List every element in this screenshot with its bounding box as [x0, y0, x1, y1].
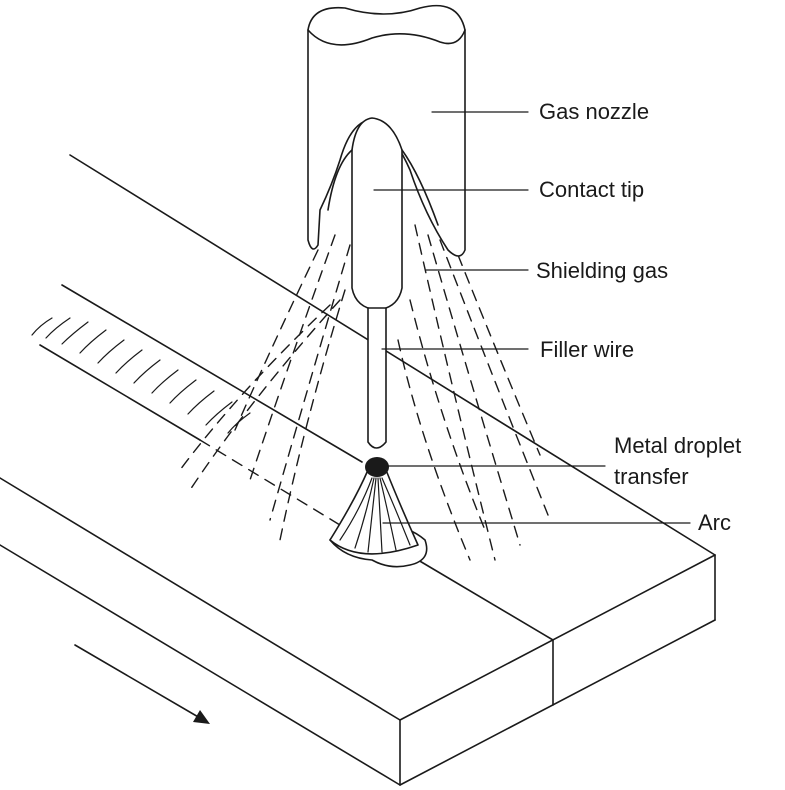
- gas-stream: [397, 339, 471, 561]
- front-face-bottom: [399, 619, 716, 786]
- contact-tip-body: [351, 117, 403, 311]
- plate-far-edge: [69, 154, 716, 556]
- ripple: [97, 339, 125, 364]
- arrow-head: [193, 710, 210, 724]
- arc-ray: [339, 477, 373, 541]
- gas-stream: [179, 304, 331, 471]
- arc-ray: [354, 477, 375, 549]
- ripple: [169, 379, 197, 404]
- plate-near-edge: [0, 477, 401, 721]
- label-arc: Arc: [698, 510, 731, 535]
- joint-line: [417, 559, 554, 641]
- label-metal-droplet-line2: transfer: [614, 464, 689, 489]
- gas-stream: [189, 299, 341, 491]
- front-face-top: [399, 554, 716, 721]
- shielding-gas-streams: [179, 224, 549, 561]
- arrow-shaft: [74, 644, 201, 719]
- tip-inner-left: [327, 149, 353, 211]
- labels: Gas nozzle Contact tip Shielding gas Fil…: [536, 99, 741, 535]
- arc: [329, 457, 428, 568]
- gas-stream: [457, 254, 541, 456]
- ripple: [205, 401, 233, 426]
- ripple: [61, 321, 89, 345]
- label-shielding-gas: Shielding gas: [536, 258, 668, 283]
- bead-edge-bottom: [39, 344, 201, 441]
- arc-ray: [379, 477, 397, 551]
- ripple: [45, 317, 71, 339]
- arc-cone: [329, 469, 419, 555]
- leader-lines: [373, 111, 691, 524]
- ripple: [31, 317, 53, 336]
- travel-direction-arrow: [74, 644, 210, 724]
- ripple: [227, 412, 251, 434]
- filler-wire-body: [367, 307, 387, 449]
- gas-stream: [414, 224, 496, 561]
- gas-stream: [234, 249, 319, 431]
- gas-stream: [249, 234, 336, 481]
- bead-edge-dashed: [199, 439, 341, 526]
- ripple: [115, 349, 143, 374]
- arc-ray: [381, 477, 411, 546]
- label-gas-nozzle: Gas nozzle: [539, 99, 649, 124]
- arc-ray: [377, 477, 383, 553]
- workpiece: [0, 154, 716, 786]
- contact-tip: [327, 117, 439, 311]
- arc-ray: [367, 477, 377, 553]
- label-filler-wire: Filler wire: [540, 337, 634, 362]
- bead-edge-top: [61, 284, 363, 463]
- plate-bottom-edge: [0, 544, 401, 786]
- metal-droplet: [365, 457, 389, 477]
- ripple: [79, 329, 107, 354]
- gas-stream: [427, 234, 521, 546]
- ripple: [151, 369, 179, 394]
- label-contact-tip: Contact tip: [539, 177, 644, 202]
- gas-stream: [279, 289, 346, 541]
- gas-stream: [409, 299, 486, 531]
- label-metal-droplet-line1: Metal droplet: [614, 433, 741, 458]
- tip-inner-right: [401, 149, 439, 226]
- filler-wire: [367, 307, 387, 449]
- gas-stream: [439, 239, 549, 516]
- ripple: [133, 359, 161, 384]
- nozzle-top-rim: [307, 29, 466, 46]
- gas-stream: [269, 244, 351, 521]
- weld-bead: [31, 284, 363, 526]
- ripple: [187, 390, 215, 415]
